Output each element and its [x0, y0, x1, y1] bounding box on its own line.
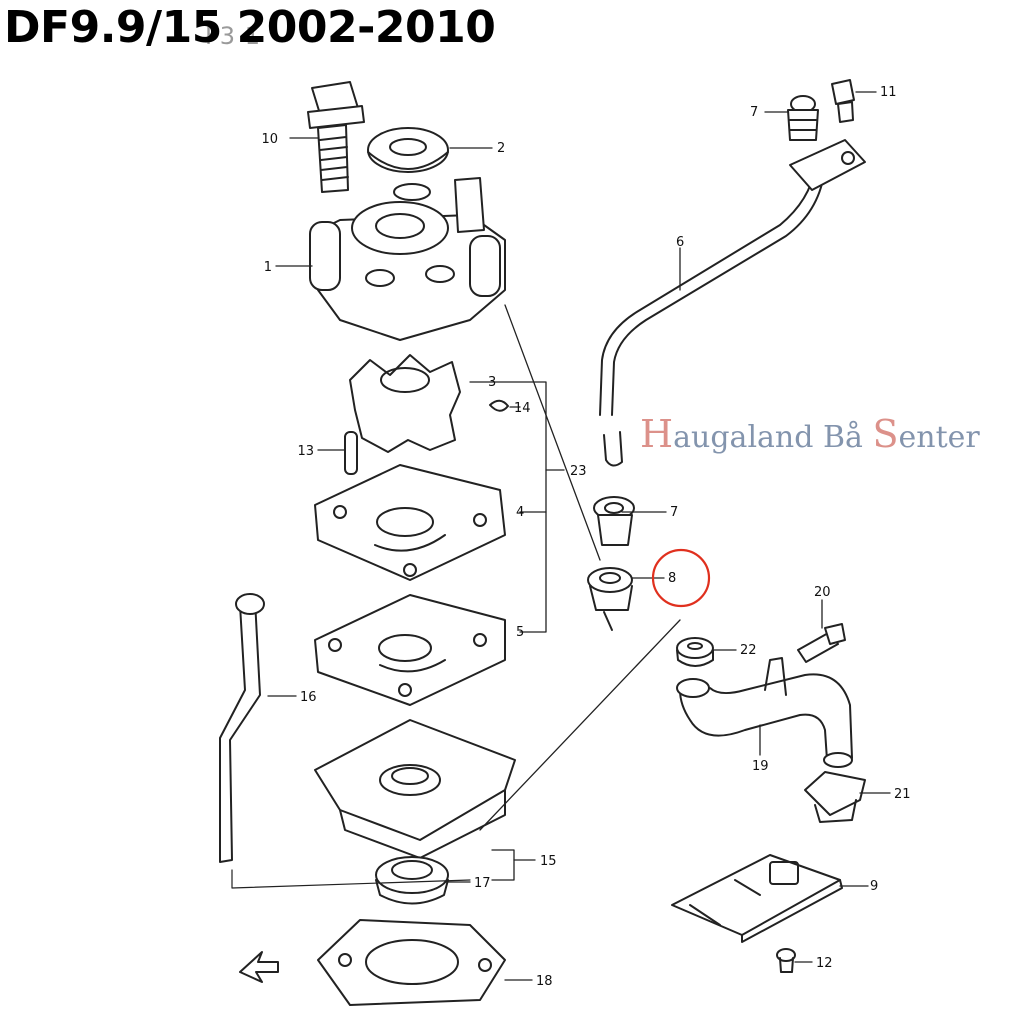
callout-23: 23 [570, 464, 587, 479]
callout-10: 10 [261, 132, 278, 147]
callout-7: 7 [670, 505, 678, 520]
callout-17: 17 [474, 876, 491, 891]
callout-9: 9 [870, 879, 878, 894]
part-7-grommet-top [787, 95, 819, 141]
part-19-fitting [676, 657, 853, 768]
callout-8: 8 [668, 571, 676, 586]
part-3-impeller [349, 354, 461, 453]
part-15-lower-housing [314, 719, 516, 859]
callout-2: 2 [497, 141, 505, 156]
callout-18: 18 [536, 974, 553, 989]
highlight-circle [651, 548, 711, 608]
watermark-initial-3: S [872, 412, 899, 456]
part-10-bolt [307, 81, 365, 193]
callout-15: 15 [540, 854, 557, 869]
callout-1: 1 [264, 260, 272, 275]
page-title: DF9.9/15 2002-2010 [4, 2, 496, 53]
callout-11: 11 [880, 85, 897, 100]
part-13-pin [344, 431, 358, 475]
callout-13: 13 [297, 444, 314, 459]
callout-22: 22 [740, 643, 757, 658]
part-6-tube [599, 139, 866, 467]
callout-3: 3 [488, 375, 496, 390]
part-21-cap [804, 771, 866, 823]
watermark-word-2: Bå [823, 420, 863, 455]
part-17-seal [375, 856, 449, 905]
part-22-washer [676, 637, 714, 667]
part-12-screw [776, 948, 796, 973]
part-20-bolt [797, 623, 846, 663]
part-5-plate [314, 594, 506, 706]
watermark-initial-1: H [640, 412, 674, 456]
callout-19: 19 [752, 759, 769, 774]
callout-5: 5 [516, 625, 524, 640]
callout-4: 4 [516, 505, 524, 520]
part-9-cover-plate [671, 854, 843, 943]
part-2-seal [367, 127, 449, 173]
callout-7-top: 7 [750, 105, 758, 120]
part-4-gasket [314, 464, 506, 581]
callout-12: 12 [816, 956, 833, 971]
figure-label: F3 1 [205, 22, 261, 50]
callout-14: 14 [514, 401, 531, 416]
part-18-gasket [317, 919, 506, 1006]
watermark-word-1: augaland [673, 420, 814, 455]
part-1-pump-housing [309, 177, 506, 341]
callout-21: 21 [894, 787, 911, 802]
callout-16: 16 [300, 690, 317, 705]
part-11-screw [831, 79, 855, 123]
callout-20: 20 [814, 585, 831, 600]
callout-6: 6 [676, 235, 684, 250]
watermark-logo: Haugaland Bå Senter [640, 412, 980, 456]
part-8-grommet [587, 567, 633, 631]
part-7-grommet [593, 496, 635, 546]
part-14-key [489, 399, 509, 412]
part-16-hose [219, 593, 265, 863]
front-arrow-icon [239, 951, 279, 983]
watermark-word-3: enter [898, 420, 980, 455]
